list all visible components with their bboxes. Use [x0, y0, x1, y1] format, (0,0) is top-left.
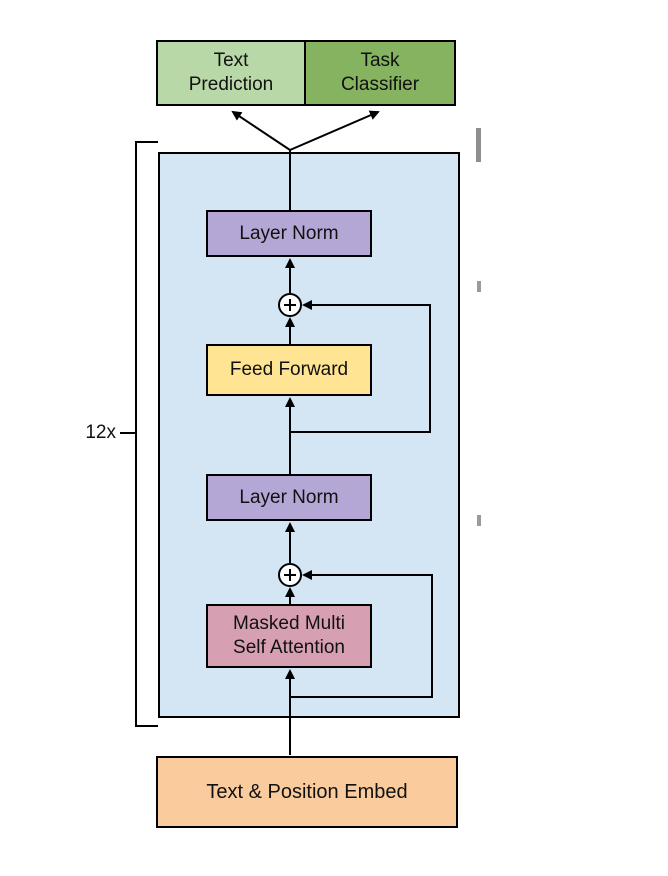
repeat-bracket [135, 141, 158, 727]
task-classifier-box: Task Classifier [304, 40, 456, 106]
feed-forward-label: Feed Forward [229, 359, 349, 380]
feed-forward-box: Feed Forward [206, 344, 372, 396]
task-classifier-label: Task Classifier [340, 50, 420, 95]
repeat-count-label: 12x [85, 422, 116, 443]
residual-add-icon [278, 293, 302, 317]
screen-artifact [477, 281, 481, 292]
layer-norm-bottom-box: Layer Norm [206, 474, 372, 521]
embedding-label: Text & Position Embed [206, 781, 408, 803]
screen-artifact [476, 128, 481, 162]
arrow-to-text-prediction [231, 110, 291, 151]
arrow-to-task-classifier [289, 110, 380, 151]
residual-add-icon [278, 563, 302, 587]
layer-norm-top-box: Layer Norm [206, 210, 372, 257]
text-prediction-label: Text Prediction [188, 50, 274, 95]
residual-feedforward-skip [290, 300, 431, 433]
masked-self-attention-box: Masked Multi Self Attention [206, 604, 372, 668]
residual-attention-skip [290, 570, 433, 698]
masked-self-attention-label: Masked Multi Self Attention [233, 613, 345, 658]
embedding-box: Text & Position Embed [156, 756, 458, 828]
text-prediction-box: Text Prediction [156, 40, 306, 106]
layer-norm-bottom-label: Layer Norm [239, 486, 339, 508]
layer-norm-top-label: Layer Norm [239, 222, 339, 244]
screen-artifact [477, 515, 481, 526]
